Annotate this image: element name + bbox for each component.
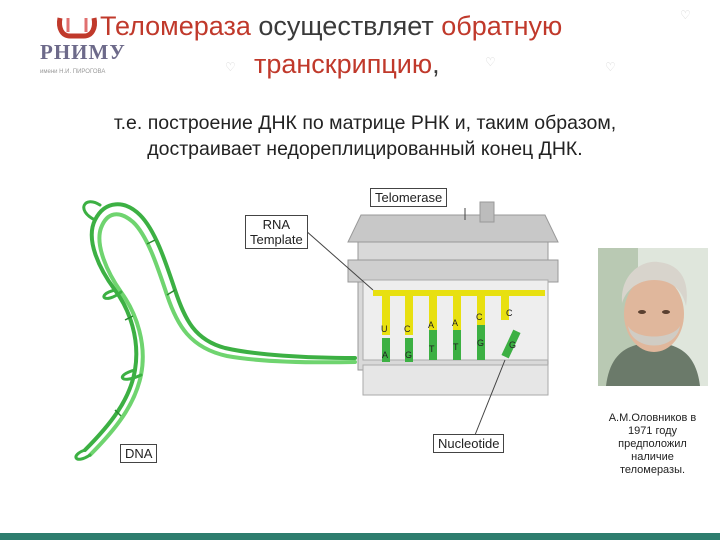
rna-template-label: RNA Template [245, 215, 308, 249]
title-comma: , [432, 49, 440, 79]
rnimu-logo-icon [57, 17, 97, 39]
watermark-icon: ♡ [225, 60, 236, 74]
dna-nucleotide-pegs [382, 325, 521, 362]
caption-line-2: 1971 году [627, 425, 678, 437]
template-letter: C [476, 312, 483, 322]
caption-line-1: А.М.Оловников в [608, 412, 697, 424]
rna-template-line-2: Template [250, 232, 303, 247]
template-letter: C [506, 308, 513, 318]
dna-letter: G [509, 340, 516, 350]
template-letter: U [381, 324, 388, 334]
title-telomerase: Теломераза [100, 11, 251, 41]
scientist-portrait [598, 248, 708, 386]
watermark-icon: ♡ [680, 8, 691, 22]
title-middle: осуществляет [250, 11, 442, 41]
base-letters: U C A A C C A G T T G G [381, 308, 516, 360]
caption-line-3: предположил [618, 438, 687, 450]
watermark-icon: ♡ [485, 55, 496, 69]
subtitle-line-2: достраивает недореплицированный конец ДН… [147, 138, 583, 160]
subtitle-line-1: т.е. построение ДНК по матрице РНК и, та… [113, 112, 617, 134]
dna-helix [74, 200, 357, 461]
leader-lines [304, 208, 506, 436]
template-letter: A [428, 320, 434, 330]
template-letter: A [452, 318, 458, 328]
logo-subtitle: имени Н.И. ПИРОГОВА [40, 69, 106, 75]
dna-letter: T [453, 342, 459, 352]
dna-label: DNA [120, 444, 158, 463]
dna-letter: A [382, 350, 388, 360]
logo-name: РНИМУ [40, 40, 126, 64]
telomerase-label: Telomerase [370, 188, 448, 207]
dna-rungs [114, 239, 176, 417]
template-letter: C [404, 324, 411, 334]
rna-template-pegs [373, 290, 545, 335]
slide-subtitle: т.е. построение ДНК по матрице РНК и, та… [40, 110, 690, 162]
rna-template-line-1: RNA [262, 217, 291, 232]
bottom-bar [0, 533, 720, 540]
dna-letter: T [429, 344, 435, 354]
caption-line-4: наличие [631, 451, 674, 463]
title-transcription: транскрипцию [254, 49, 433, 79]
portrait-caption: А.М.Оловников в 1971 году предположил на… [590, 412, 715, 477]
watermark-icon: ♡ [605, 60, 616, 74]
title-reverse: обратную [441, 11, 563, 41]
telomerase-diagram: U C A A C C A G T T G G [74, 200, 559, 461]
dna-letter: G [477, 338, 484, 348]
nucleotide-label: Nucleotide [433, 434, 505, 453]
caption-line-5: теломеразы. [619, 464, 686, 476]
dna-letter: G [405, 350, 412, 360]
